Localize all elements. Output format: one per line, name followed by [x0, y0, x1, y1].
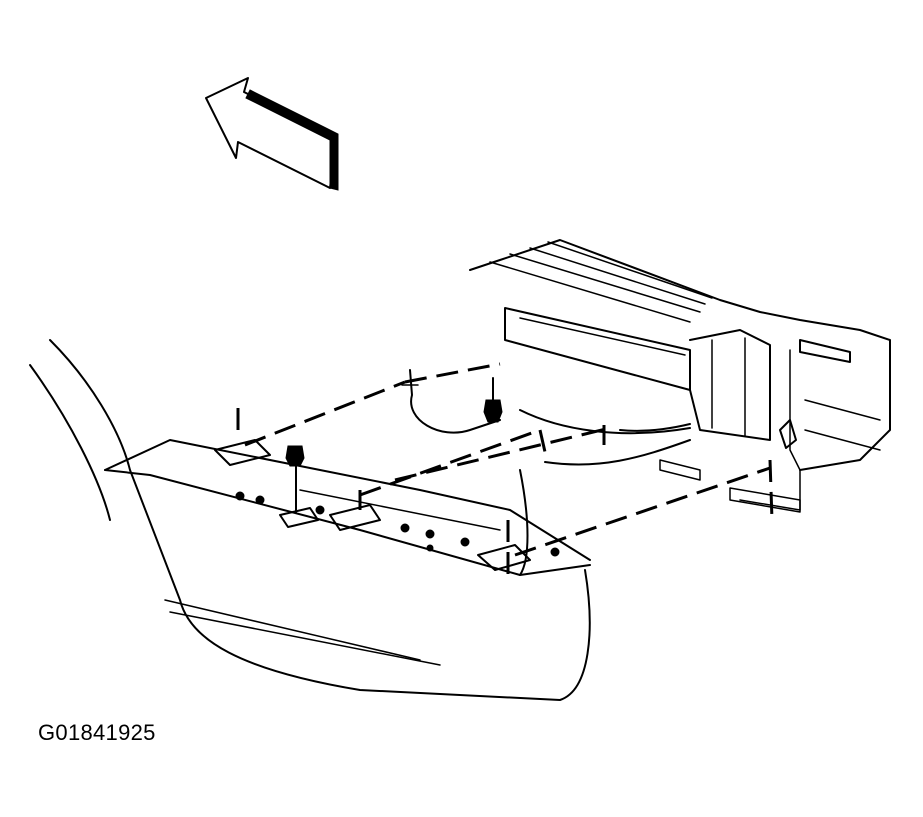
bolt-left — [285, 445, 305, 513]
figure-code: G01841925 — [38, 720, 156, 745]
wiring-harness — [401, 369, 501, 434]
direction-arrow-icon — [205, 77, 339, 191]
rear-bumper-fascia — [29, 339, 591, 701]
alignment-lines — [236, 362, 774, 580]
vehicle-frame — [469, 239, 891, 513]
bolt-right — [483, 377, 503, 423]
